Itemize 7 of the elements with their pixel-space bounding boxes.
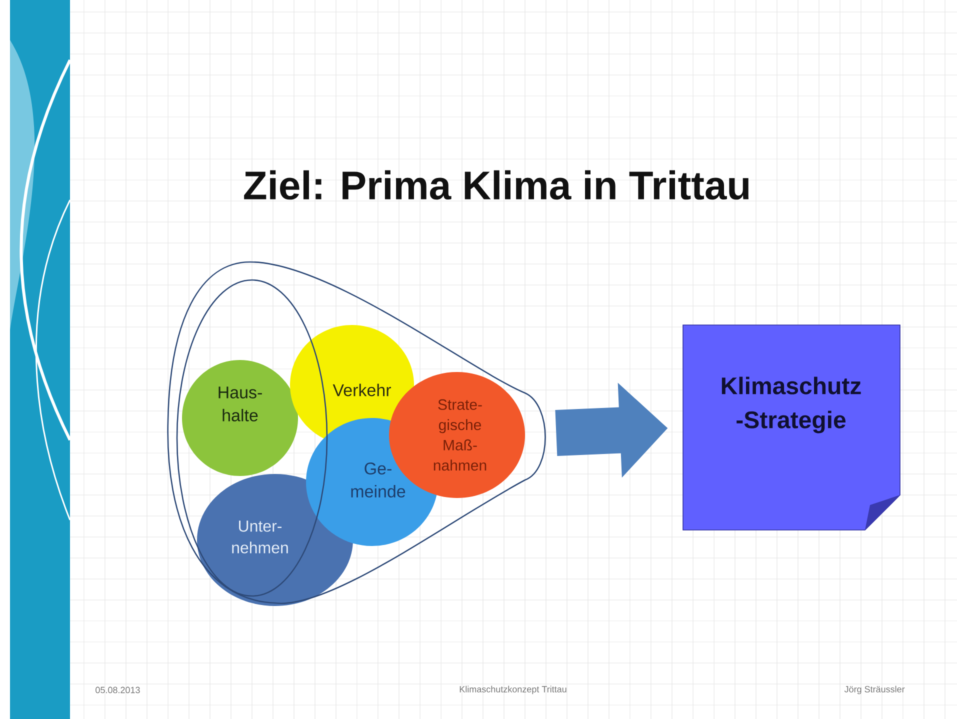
footer-date: 05.08.2013 [96,686,140,694]
footer-text: Klimaschutzkonzept Trittau [460,686,566,694]
slide-title: Ziel: Prima Klima in Trittau [244,170,749,200]
funnel-outline [167,261,546,604]
ellipse-outline [176,279,328,597]
note-box: Klimaschutz -Strategie [682,324,900,530]
footer-author: Jörg Sträussler [844,686,905,694]
